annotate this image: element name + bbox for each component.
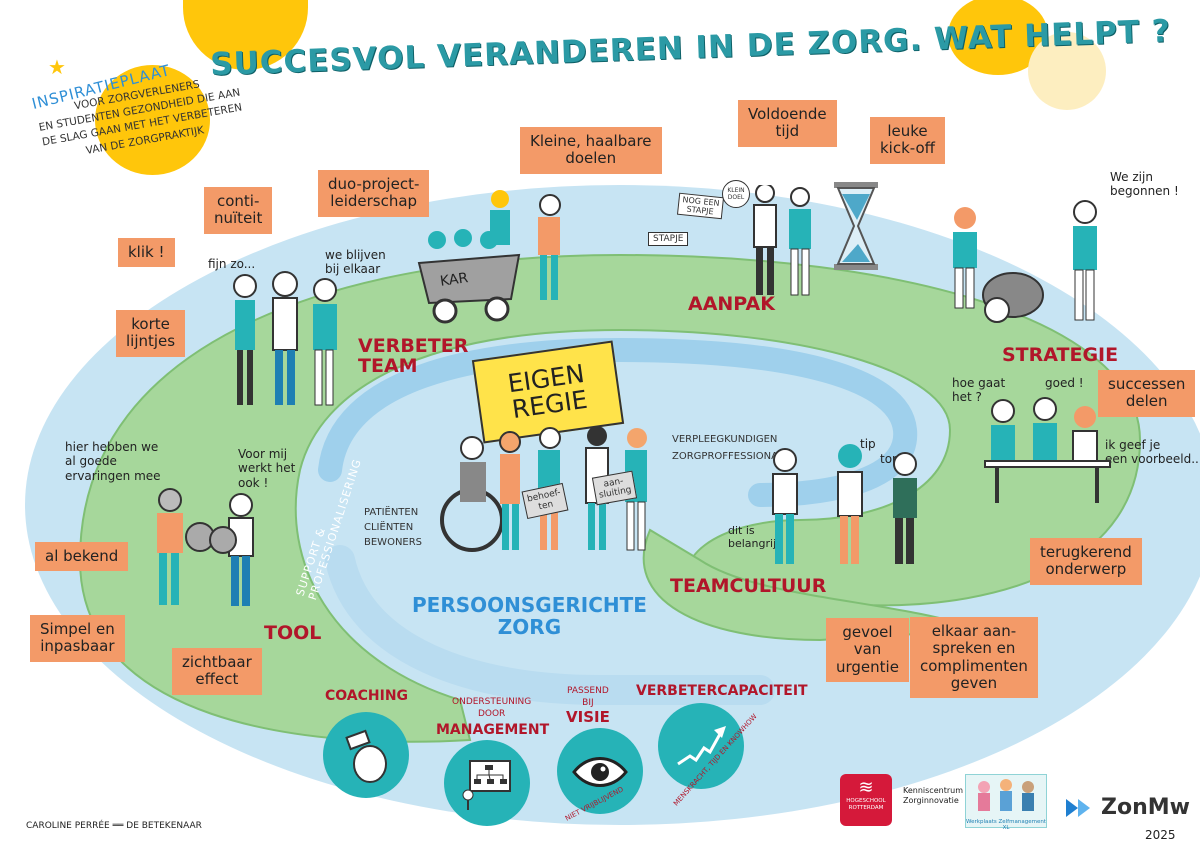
werkplaats-people-icon <box>978 779 1034 811</box>
werkplaats-logo: Werkplaats Zelfmanagement XL <box>965 774 1047 831</box>
growth-arrow-icon <box>677 726 726 766</box>
note-goed: goed ! <box>1045 376 1084 390</box>
cart-drawing <box>417 229 521 324</box>
bubble-successen: successen delen <box>1098 370 1196 417</box>
zonmw-logo-icon <box>1066 799 1090 817</box>
sign-stapje: STAPJE <box>648 232 689 246</box>
note-voor-mij: Voor mij werkt het ook ! <box>238 447 296 490</box>
sun-pale-right <box>1028 32 1106 110</box>
people-aanpak <box>490 185 811 300</box>
zonmw-logo-text: ZonMw <box>1101 795 1190 820</box>
bubble-al-bekend: al bekend <box>35 542 129 572</box>
werkplaats-logo-text: Werkplaats Zelfmanagement XL <box>966 819 1046 831</box>
coaching-label: COACHING <box>325 688 409 704</box>
note-we-blijven: we blijven bij elkaar <box>325 248 386 277</box>
flowchart-icon <box>462 760 511 810</box>
label-verbeter-team: VERBETER TEAM <box>358 335 469 377</box>
label-tool: TOOL <box>264 622 322 644</box>
note-we-zijn: We zijn begonnen ! <box>1110 170 1179 199</box>
bubble-zichtbaar: zichtbaar effect <box>172 648 262 695</box>
label-teamcultuur: TEAMCULTUUR <box>670 575 827 597</box>
eigen-regie-text: EIGEN REGIE <box>505 358 590 425</box>
people-strategie-table <box>984 397 1111 503</box>
label-persoonsgerichte-zorg: PERSOONSGERICHTE ZORG <box>412 593 647 639</box>
visie-label: VISIE <box>566 708 610 726</box>
bubble-tijd: Voldoende tijd <box>738 100 837 147</box>
bubble-elkaar: elkaar aan- spreken en complimenten geve… <box>910 617 1038 698</box>
year: 2025 <box>1145 828 1176 842</box>
eye-icon <box>572 757 628 787</box>
management-label: MANAGEMENT <box>436 722 550 738</box>
capaciteit-circle <box>658 703 744 789</box>
hogeschool-logo-mark: ≋ <box>858 777 874 798</box>
bubble-kickoff: leuke kick-off <box>870 117 945 164</box>
visie-top-label: PASSEND BIJ <box>567 686 609 708</box>
kenniscentrum-logo-text: Kenniscentrum Zorginnovatie <box>903 786 963 806</box>
sign-klein-doel: KLEIN DOEL <box>722 180 750 208</box>
capaciteit-label: VERBETERCAPACITEIT <box>636 683 808 699</box>
bubble-urgentie: gevoel van urgentie <box>826 618 909 682</box>
sun-left <box>95 65 210 175</box>
people-kickoff <box>953 200 1097 323</box>
note-ik-geef: ik geef je een voorbeeld.. <box>1105 438 1199 467</box>
bubble-simpel: Simpel en inpasbaar <box>30 615 125 662</box>
hogeschool-logo: ≋ HOGESCHOOL ROTTERDAM <box>840 774 892 826</box>
coaching-icon <box>345 729 387 783</box>
bubble-continuiteit: conti- nuïteit <box>204 187 273 234</box>
star-icon: ★ <box>48 55 66 79</box>
people-tool <box>157 488 254 606</box>
credit: CAROLINE PERRÉE ══ DE BETEKENAAR <box>26 821 202 831</box>
hourglass-drawing <box>834 182 878 270</box>
note-patienten: PATIËNTEN CLIËNTEN BEWONERS <box>364 507 423 548</box>
note-dit-is: dit is belangrijk <box>728 524 783 551</box>
note-tip: tip <box>860 437 876 451</box>
people-verbeter-team <box>233 271 337 406</box>
label-strategie: STRATEGIE <box>1002 344 1119 366</box>
label-aanpak: AANPAK <box>688 293 775 315</box>
note-hier-hebben: hier hebben we al goede ervaringen mee <box>65 440 161 483</box>
note-verpleegkundigen: VERPLEEGKUNDIGEN ZORGPROFFESSIONALS <box>672 434 790 462</box>
people-teamcultuur <box>772 444 917 564</box>
bubble-terugkerend: terugkerend onderwerp <box>1030 538 1142 585</box>
bubble-korte-lijntjes: korte lijntjes <box>116 310 186 357</box>
management-top-label: ONDERSTEUNING DOOR <box>452 697 532 719</box>
bubble-kleine-doelen: Kleine, haalbare doelen <box>520 127 662 174</box>
hogeschool-logo-text: HOGESCHOOL ROTTERDAM <box>846 798 886 811</box>
bubble-duo: duo-project- leiderschap <box>318 170 430 217</box>
note-hoe-gaat: hoe gaat het ? <box>952 376 1006 405</box>
bubble-klik: klik ! <box>118 238 175 268</box>
note-fijn-zo: fijn zo... <box>208 257 256 271</box>
